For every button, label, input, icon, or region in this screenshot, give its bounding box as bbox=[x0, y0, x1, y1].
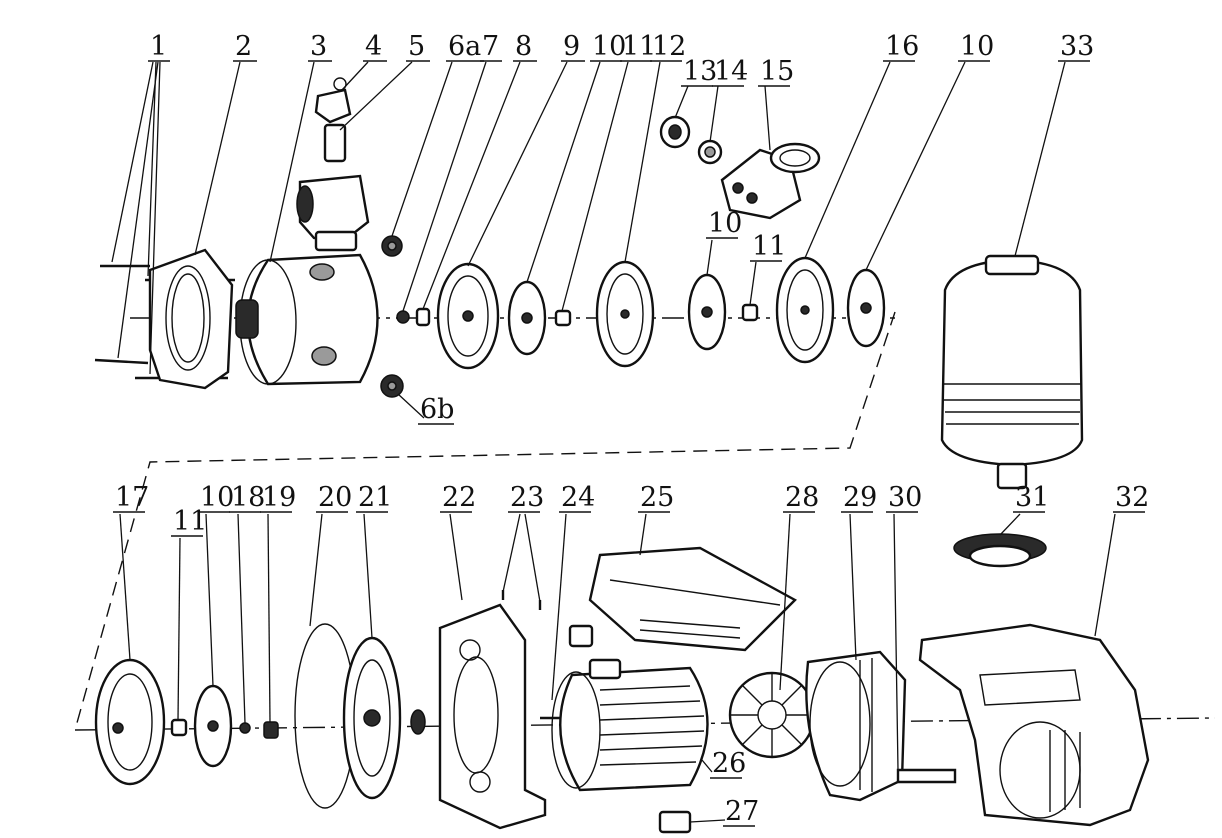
callout-leader-line bbox=[779, 513, 791, 691]
callout-leader-line bbox=[391, 61, 453, 237]
callout-label: 25 bbox=[640, 482, 674, 513]
callout-leader-line bbox=[709, 85, 719, 143]
callout-label: 15 bbox=[760, 56, 794, 87]
callout-leader-line bbox=[267, 513, 271, 723]
part-outlet-fittings bbox=[659, 115, 821, 220]
callout-leader-line bbox=[339, 61, 413, 131]
callout-leader-line bbox=[526, 61, 601, 283]
callout-leader-line bbox=[674, 85, 689, 119]
part-valve-stack bbox=[296, 77, 370, 252]
callout-leader-line bbox=[524, 513, 541, 603]
callout-label: 29 bbox=[843, 482, 877, 513]
callout-leader-line bbox=[269, 61, 315, 263]
part-o-ring-and-plate bbox=[294, 623, 426, 809]
callout-label: 16 bbox=[885, 31, 919, 62]
callout-label: 2 bbox=[235, 31, 252, 62]
callout-label: 11 bbox=[173, 506, 207, 537]
part-fan-assembly bbox=[728, 533, 1047, 802]
callout-leader-line bbox=[502, 513, 521, 593]
callout-label: 19 bbox=[262, 482, 296, 513]
callout-label: 14 bbox=[714, 56, 748, 87]
callout-label: 30 bbox=[888, 482, 922, 513]
callout-leader-line bbox=[363, 513, 373, 639]
callout-leader-line bbox=[689, 819, 726, 823]
callout-leader-line bbox=[147, 61, 157, 277]
callout-label: 32 bbox=[1115, 482, 1149, 513]
callout-label: 12 bbox=[652, 31, 686, 62]
part-motor bbox=[540, 624, 743, 834]
callout-leader-line bbox=[561, 61, 629, 312]
callout-label: 8 bbox=[515, 31, 532, 62]
callout-label: 10 bbox=[200, 482, 234, 513]
callout-leader-line bbox=[701, 759, 713, 773]
callout-label: 22 bbox=[442, 482, 476, 513]
part-pump-body bbox=[235, 253, 379, 386]
callout-leader-line bbox=[397, 393, 425, 419]
callout-leader-line bbox=[341, 61, 369, 91]
callout-leader-line bbox=[749, 261, 757, 306]
callout-leader-line bbox=[764, 85, 771, 151]
callout-leader-line bbox=[551, 513, 567, 701]
callout-label: 26 bbox=[712, 748, 746, 779]
callout-leader-line bbox=[237, 513, 246, 724]
callout-leader-line bbox=[194, 61, 241, 256]
callout-label: 11 bbox=[752, 231, 786, 262]
callout-label: 9 bbox=[563, 31, 580, 62]
callout-label: 1 bbox=[150, 31, 167, 62]
part-terminal-box bbox=[588, 546, 797, 652]
callout-label: 10 bbox=[592, 31, 626, 62]
callout-label: 28 bbox=[785, 482, 819, 513]
part-pressure-tank bbox=[940, 254, 1084, 490]
callout-leader-line bbox=[309, 513, 323, 627]
callout-label: 7 bbox=[482, 31, 499, 62]
callout-label: 33 bbox=[1060, 31, 1094, 62]
callout-leader-line bbox=[893, 513, 899, 771]
callout-leader-line bbox=[422, 61, 521, 310]
callout-leader-line bbox=[177, 537, 181, 721]
callout-leader-line bbox=[849, 513, 857, 661]
callout-label: 24 bbox=[561, 482, 595, 513]
callout-label: 5 bbox=[408, 31, 425, 62]
part-lower-stage bbox=[94, 658, 279, 786]
callout-leader-line bbox=[706, 239, 713, 276]
callout-label: 21 bbox=[358, 482, 392, 513]
callout-label: 10 bbox=[708, 208, 742, 239]
callout-label: 23 bbox=[510, 482, 544, 513]
callout-leader-line bbox=[865, 61, 966, 271]
part-flange bbox=[148, 248, 234, 390]
callout-label: 13 bbox=[683, 56, 717, 87]
callout-leader-line bbox=[804, 61, 891, 259]
callout-label: 17 bbox=[115, 482, 149, 513]
part-motor-cover bbox=[918, 623, 1150, 827]
callout-label: 20 bbox=[318, 482, 352, 513]
callout-leader-line bbox=[639, 513, 647, 556]
callout-leader-line bbox=[119, 513, 131, 661]
callout-leader-line bbox=[999, 513, 1021, 536]
callout-leader-line bbox=[1014, 61, 1066, 257]
callout-leader-line bbox=[1094, 513, 1116, 637]
callout-label: 6a bbox=[448, 31, 481, 62]
callout-label: 4 bbox=[365, 31, 382, 62]
callout-leader-line bbox=[111, 61, 154, 263]
callout-leader-line bbox=[117, 61, 159, 359]
callout-label: 11 bbox=[622, 31, 656, 62]
callout-label: 18 bbox=[231, 482, 265, 513]
callout-leader-line bbox=[449, 513, 463, 601]
callout-label: 3 bbox=[310, 31, 327, 62]
callout-label: 31 bbox=[1015, 482, 1049, 513]
callout-leader-line bbox=[467, 61, 568, 267]
callout-label: 27 bbox=[725, 796, 759, 827]
callout-label: 10 bbox=[960, 31, 994, 62]
callout-leader-line bbox=[402, 61, 487, 312]
callout-label: 6b bbox=[420, 394, 454, 425]
callout-leader-line bbox=[624, 61, 661, 263]
part-bracket bbox=[438, 590, 547, 830]
part-stage-stack bbox=[436, 256, 886, 370]
callout-leader-line bbox=[149, 61, 161, 375]
callout-leader-line bbox=[205, 513, 214, 687]
part-small-seals bbox=[380, 235, 431, 398]
